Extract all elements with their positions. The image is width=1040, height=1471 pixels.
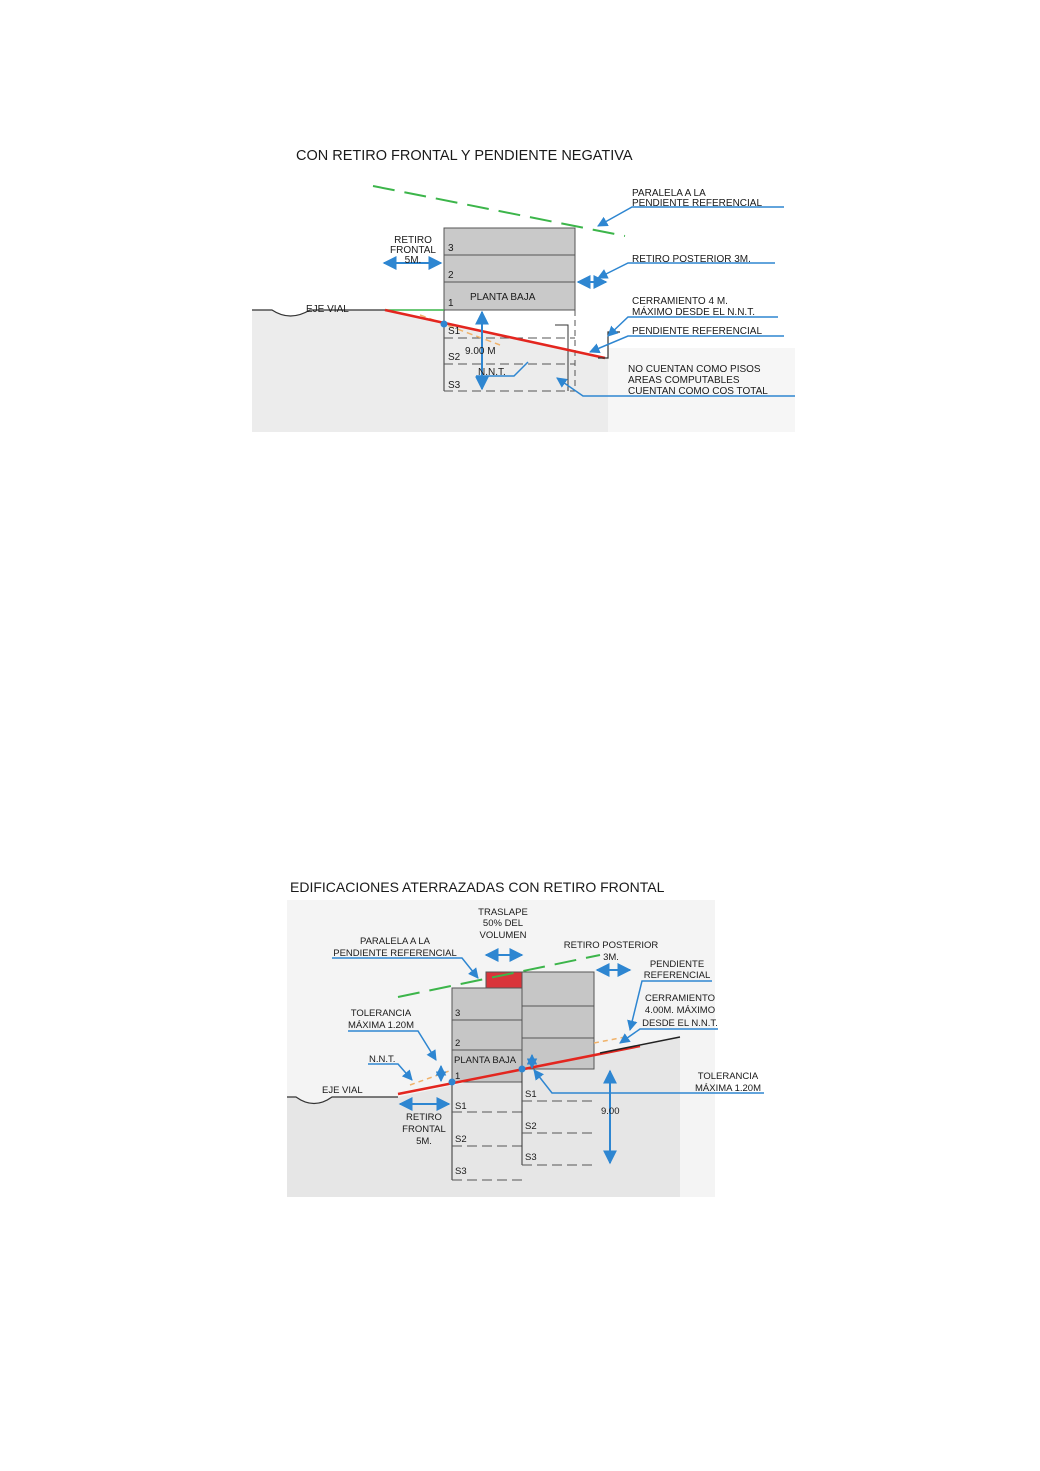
label-retiro-frontal-1: RETIRO — [394, 235, 432, 246]
bracket — [555, 324, 569, 391]
label-retiro-posterior: RETIRO POSTERIOR 3M. — [632, 254, 751, 265]
eje-vial-curve — [252, 309, 385, 317]
floor-2 — [443, 254, 576, 283]
label-floor-3: 3 — [448, 243, 454, 254]
label-paralela-1: PARALELA A LA — [632, 188, 706, 199]
terrain-1 — [252, 310, 608, 432]
label-height: 9.00 M — [465, 346, 496, 357]
leader-cerramiento — [607, 316, 778, 337]
label-eje-vial: EJE VIAL — [306, 304, 349, 315]
label-s1: S1 — [448, 326, 461, 337]
label-s3: S3 — [448, 380, 461, 391]
label-s2: S2 — [448, 352, 461, 363]
label-retiro-frontal-2: FRONTAL — [390, 245, 436, 256]
diagram2-title: EDIFICACIONES ATERRAZADAS CON RETIRO FRO… — [290, 879, 665, 895]
label-floor-1: 1 — [448, 298, 454, 309]
leader-paralela — [597, 206, 784, 227]
diagram1-title: CON RETIRO FRONTAL Y PENDIENTE NEGATIVA — [296, 148, 633, 164]
red-slope-line — [384, 308, 606, 360]
label-retiro-frontal-3: 5M. — [405, 255, 422, 266]
floor-3 — [443, 227, 576, 256]
green-parallel-line — [372, 185, 626, 237]
leader-nnt — [476, 361, 529, 377]
leader-retiro-posterior — [597, 262, 775, 279]
terrain-2 — [608, 348, 795, 432]
label-no-cuentan-3: CUENTAN COMO COS TOTAL — [628, 386, 768, 397]
label-cerramiento-2: MÁXIMO DESDE EL N.N.T. — [632, 305, 755, 318]
nnt-point — [440, 320, 448, 328]
leader-no-cuentan — [556, 377, 795, 397]
leader-pendiente — [589, 335, 784, 354]
label-pendiente: PENDIENTE REFERENCIAL — [632, 326, 762, 337]
label-floor-2: 2 — [448, 270, 454, 281]
label-nnt: N.N.T. — [478, 367, 506, 378]
label-planta-baja: PLANTA BAJA — [470, 292, 536, 303]
label-no-cuentan-1: NO CUENTAN COMO PISOS — [628, 364, 761, 375]
label-no-cuentan-2: AREAS COMPUTABLES — [628, 375, 740, 386]
label-cerramiento-1: CERRAMIENTO 4 M. — [632, 296, 728, 307]
label-paralela-2: PENDIENTE REFERENCIAL — [632, 198, 762, 209]
floor-1 — [443, 281, 576, 311]
